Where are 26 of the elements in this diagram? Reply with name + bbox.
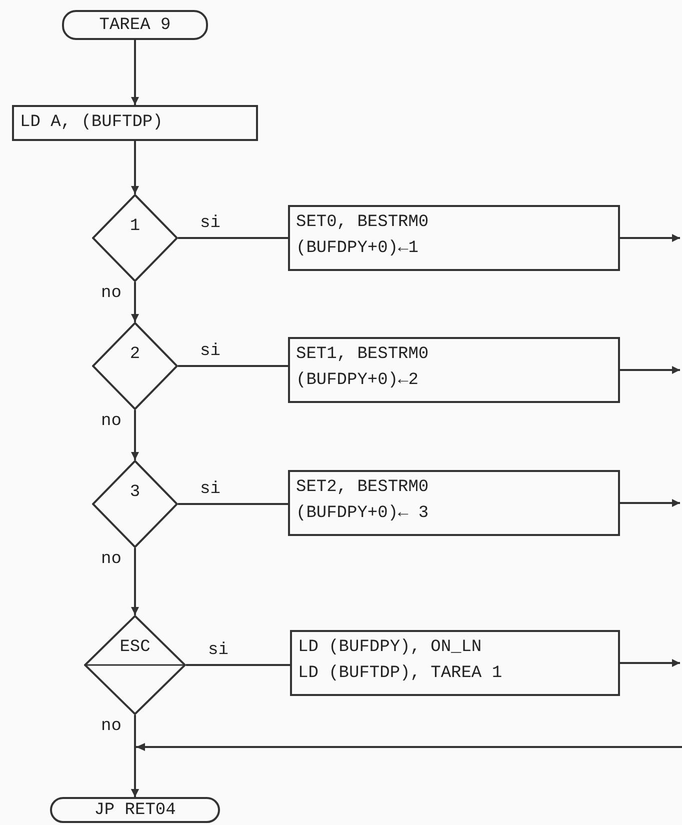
code-line: (BUFDPY+0)← 3 [296,503,430,526]
decision-label: 3 [130,482,140,504]
process-box [290,630,620,696]
code-line: LD (BUFTDP), TAREA 1 [298,663,504,686]
terminal-box [50,797,220,823]
decision-label: ESC [120,637,150,659]
decision-label: 1 [130,216,140,238]
decision-diamond [92,194,178,282]
terminal-box [62,10,208,40]
code-line: (BUFDPY+0)←1 [296,238,420,260]
code-line: (BUFDPY+0)←2 [296,370,420,392]
process-box [12,105,258,141]
code-line: LD A, (BUFTDP) [20,112,164,134]
process-box [288,337,620,403]
process-box [288,470,620,536]
process-box [288,205,620,271]
decision-diamond [84,615,186,715]
code-line: LD (BUFDPY), ON_LN [298,637,483,659]
decision-diamond [92,322,178,410]
code-line: SET2, BESTRM0 [296,477,430,499]
code-line: JP RET04 [94,802,176,818]
code-line: SET0, BESTRM0 [296,212,430,234]
decision-diamond [92,460,178,548]
decision-label: 2 [130,344,140,366]
code-line: SET1, BESTRM0 [296,344,430,366]
code-line: TAREA 9 [99,16,171,34]
